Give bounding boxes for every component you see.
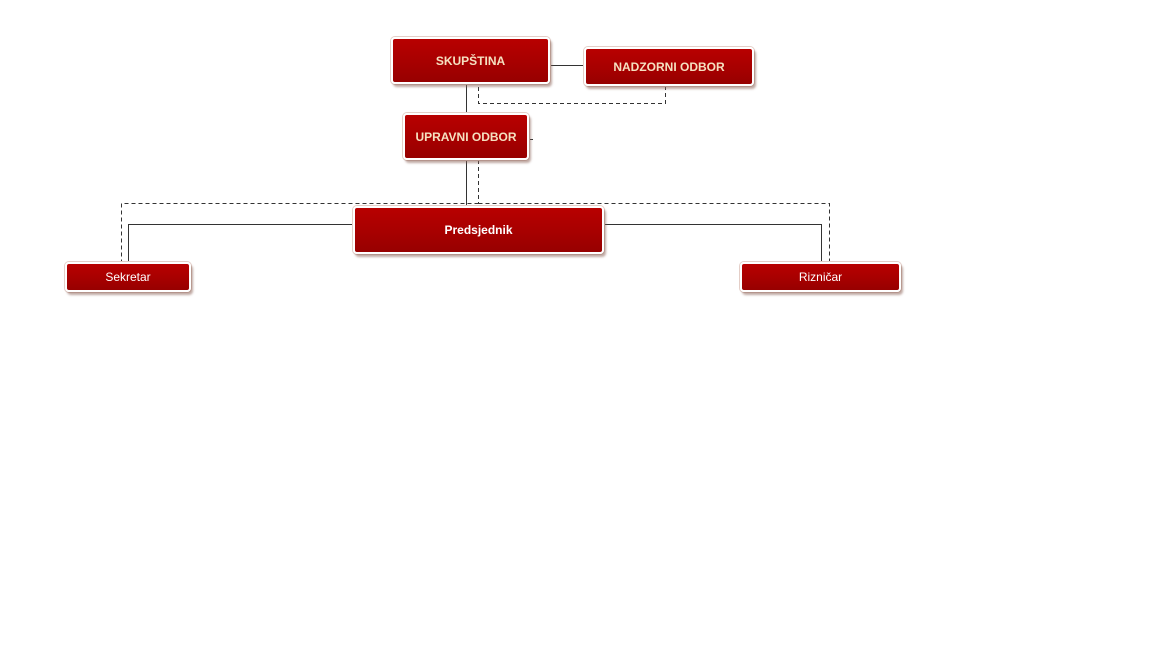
node-predsjednik: Predsjednik (353, 206, 604, 254)
node-riznicar: Rizničar (740, 262, 901, 292)
dashed-to-sekretar (121, 203, 479, 262)
node-predsjednik-label: Predsjednik (444, 223, 513, 237)
node-upravni-odbor-label: UPRAVNI ODBOR (415, 129, 517, 144)
node-riznicar-label: Rizničar (798, 270, 843, 284)
node-skupstina: SKUPŠTINA (391, 37, 550, 84)
line-predsjednik-sekretar (128, 224, 353, 262)
dashed-nadzorni-loop (478, 84, 666, 104)
line-predsjednik-riznicar (604, 224, 822, 262)
node-upravni-odbor: UPRAVNI ODBOR (403, 113, 529, 160)
node-nadzorni-odbor: NADZORNI ODBOR (584, 47, 754, 86)
node-sekretar: Sekretar (65, 262, 191, 292)
node-skupstina-label: SKUPŠTINA (435, 53, 506, 68)
node-nadzorni-odbor-label: NADZORNI ODBOR (613, 59, 725, 74)
dashed-to-riznicar (478, 203, 830, 262)
node-sekretar-label: Sekretar (105, 270, 151, 284)
